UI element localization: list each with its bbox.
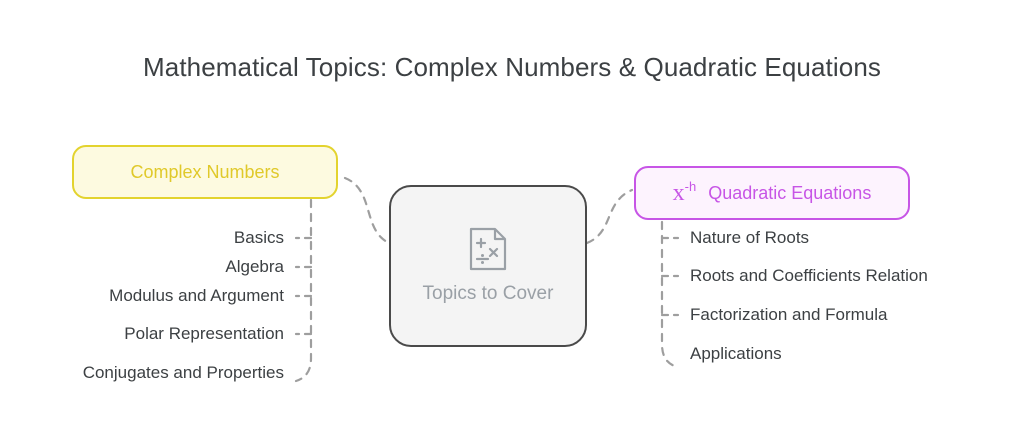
connector-right-trunk xyxy=(585,188,634,245)
leaf-label[interactable]: Applications xyxy=(690,344,782,363)
leaf-label[interactable]: Modulus and Argument xyxy=(109,286,284,305)
connector-right-spine xyxy=(660,220,680,369)
leaf-label[interactable]: Roots and Coefficients Relation xyxy=(690,266,928,285)
branch-node-label: Complex Numbers xyxy=(130,161,280,182)
math-document-icon xyxy=(469,227,507,271)
leaf-label[interactable]: Algebra xyxy=(225,257,284,276)
center-node[interactable]: Topics to Cover xyxy=(389,185,587,347)
leaf-label[interactable]: Nature of Roots xyxy=(690,228,810,247)
leaf-label[interactable]: Basics xyxy=(233,228,284,247)
connector-left-spine xyxy=(294,198,313,383)
leaf-label[interactable]: Conjugates and Properties xyxy=(82,363,284,382)
center-node-label: Topics to Cover xyxy=(422,283,554,304)
branch-node-complex-numbers[interactable]: Complex Numbers xyxy=(72,145,338,199)
branch-node-quadratic-equations[interactable]: x-h Quadratic Equations xyxy=(634,166,910,220)
branch-node-label: Quadratic Equations xyxy=(708,182,872,203)
leaf-label[interactable]: Polar Representation xyxy=(124,324,284,343)
exponent-x-icon: x-h xyxy=(672,178,697,206)
connector-left-trunk xyxy=(343,176,391,245)
page-title: Mathematical Topics: Complex Numbers & Q… xyxy=(143,52,881,82)
leaf-label[interactable]: Factorization and Formula xyxy=(690,305,888,324)
